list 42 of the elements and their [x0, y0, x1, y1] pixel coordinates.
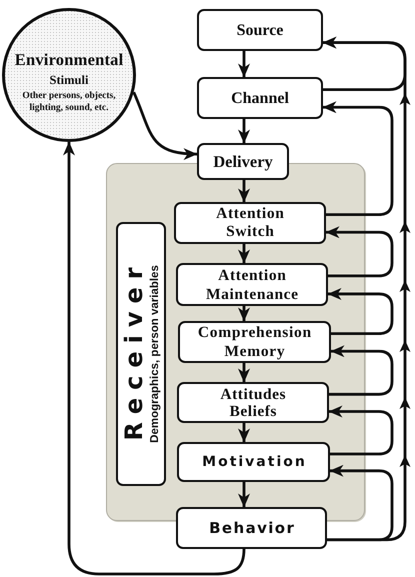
- flow-arrow: [238, 119, 250, 144]
- feedback-arrow: [328, 406, 394, 456]
- circle-subtitle: Stimuli: [50, 73, 88, 88]
- flow-arrow: [238, 482, 250, 508]
- return-arrow: [63, 142, 246, 576]
- receiver-title: Receiver: [120, 259, 148, 443]
- circle-title: Environmental: [14, 50, 124, 70]
- flow-arrow: [238, 363, 250, 382]
- process-box: [176, 507, 327, 549]
- stage-label: Delivery: [213, 152, 273, 172]
- stage-label: Comprehension Memory: [196, 323, 313, 361]
- stage-label: Attention Maintenance: [204, 266, 300, 304]
- process-box: [177, 382, 329, 423]
- feedback-arrow: [322, 36, 410, 542]
- process-box: [197, 9, 323, 51]
- stage-label: Channel: [231, 88, 289, 108]
- flow-arrow: [238, 180, 250, 202]
- process-box: [197, 77, 323, 119]
- process-box: [197, 143, 289, 180]
- stage-label: Motivation: [201, 454, 307, 470]
- process-box: [176, 263, 328, 306]
- stage-label: Attention Switch: [215, 205, 286, 241]
- process-box: [178, 321, 331, 363]
- stimulus-circle: [2, 8, 136, 142]
- feedback-arrow: [326, 226, 394, 278]
- receiver-subtitle: Demographics, person variables: [148, 265, 162, 443]
- flow-arrow: [238, 423, 250, 442]
- flow-arrow: [238, 51, 250, 78]
- feedback-arrow: [329, 345, 394, 396]
- flow-arrow: [238, 244, 250, 264]
- process-box: [177, 442, 330, 482]
- process-box: [174, 202, 326, 244]
- curved-arrow: [132, 92, 198, 160]
- stage-label: Behavior: [208, 519, 296, 537]
- feedback-arrow: [328, 288, 394, 335]
- feedback-arrow: [322, 101, 394, 216]
- side-box: [116, 222, 166, 486]
- feedback-arrow: [327, 464, 394, 542]
- stage-label: Attitudes Beliefs: [219, 386, 288, 420]
- stage-label: Source: [236, 20, 284, 40]
- circle-note: Other persons, objects, lighting, sound, etc.: [21, 90, 117, 114]
- flow-arrow: [238, 306, 250, 322]
